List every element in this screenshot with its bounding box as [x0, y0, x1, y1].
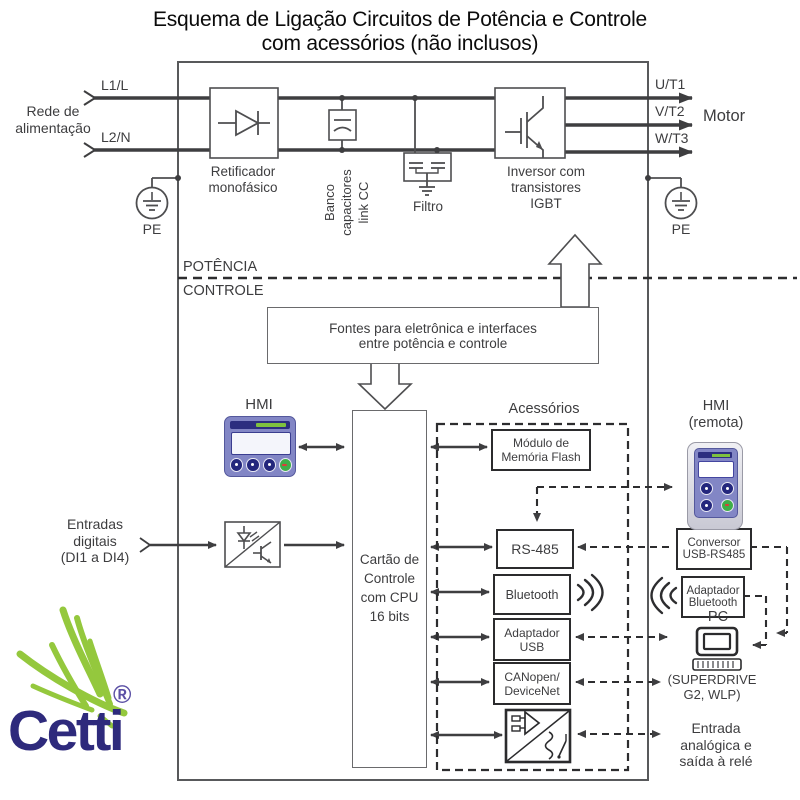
- hmi-label: HMI: [245, 396, 273, 413]
- analog-io-label: Entrada analógica e saída à relé: [679, 720, 753, 770]
- hmi-remote-button: [700, 499, 713, 512]
- hmi-remote-brand-strip: [698, 452, 732, 458]
- igbt-inverter-icon: [494, 87, 566, 159]
- pe-ground-right-icon: [648, 177, 698, 220]
- pe-right-label: PE: [671, 221, 691, 237]
- bluetooth-box: Bluetooth: [493, 574, 571, 615]
- page-title-line2: com acessórios (não inclusos): [261, 32, 539, 55]
- motor-output-lines: [565, 92, 693, 158]
- supply-label: Rede de alimentação: [15, 103, 91, 136]
- cetti-logo-text: Cetti: [8, 699, 125, 763]
- hmi-keypad-brand-strip: [230, 421, 290, 429]
- filter-label: Filtro: [413, 199, 443, 214]
- accessories-title: Acessórios: [508, 401, 580, 417]
- usb-rs485-converter-label: Conversor USB-RS485: [682, 537, 746, 561]
- canopen-label: CANopen/ DeviceNet: [504, 669, 560, 698]
- input-power-lines: [83, 90, 495, 158]
- pe-ground-left-icon: [135, 177, 178, 220]
- hmi-start-stop-button: [278, 458, 292, 472]
- hmi-button: [262, 458, 276, 472]
- junction-dots: [175, 95, 651, 181]
- digital-inputs-label: Entradas digitais (DI1 a DI4): [60, 516, 130, 566]
- l1-label: L1/L: [101, 77, 129, 93]
- page-title-line1: Esquema de Ligação Circuitos de Potência…: [152, 8, 648, 31]
- control-arrows: [139, 443, 503, 739]
- hmi-remote-button: [700, 482, 713, 495]
- rs485-box: RS-485: [496, 529, 574, 569]
- pc-label: PC: [707, 609, 729, 625]
- hmi-remote-button: [721, 482, 734, 495]
- usb-adapter-label: Adaptador USB: [504, 625, 560, 654]
- opamp-relay-icon: [504, 708, 572, 764]
- bluetooth-adapter-label: Adaptador Bluetooth: [686, 585, 740, 609]
- control-card-label: Cartão de Controle com CPU 16 bits: [359, 552, 420, 624]
- flash-module-box: Módulo de Memória Flash: [491, 429, 591, 471]
- potencia-label: POTÊNCIA: [183, 259, 258, 275]
- bluetooth-adapter-box: Adaptador Bluetooth: [681, 576, 745, 618]
- drive-enclosure-outline: [177, 61, 649, 781]
- bluetooth-label: Bluetooth: [505, 587, 559, 602]
- hmi-remote-face: [694, 448, 738, 518]
- control-card-box: Cartão de Controle com CPU 16 bits: [352, 410, 427, 768]
- hmi-remote-start-stop-button: [721, 499, 734, 512]
- registered-mark: ®: [113, 681, 132, 709]
- hmi-button: [230, 458, 244, 472]
- usb-adapter-box: Adaptador USB: [493, 618, 571, 661]
- accessories-dashed-frame: [435, 422, 630, 772]
- l2-label: L2/N: [101, 129, 131, 145]
- v-t2-label: V/T2: [655, 103, 685, 119]
- software-label: (SUPERDRIVE G2, WLP): [667, 672, 757, 703]
- flash-module-label: Módulo de Memória Flash: [501, 436, 581, 464]
- dashed-links: [533, 483, 789, 738]
- pe-left-label: PE: [142, 221, 162, 237]
- opto-isolator-icon: [224, 521, 281, 568]
- rectifier-label: Retificador monofásico: [208, 164, 278, 195]
- hmi-remote-label: HMI (remota): [688, 398, 744, 432]
- hmi-keypad-buttons: [230, 458, 292, 472]
- canopen-box: CANopen/ DeviceNet: [493, 662, 571, 705]
- rs485-label: RS-485: [511, 541, 559, 557]
- cetti-logo-strokes: [16, 606, 128, 729]
- filter-icon: [403, 98, 452, 196]
- power-supplies-box: Fontes para eletrônica e interfaces entr…: [267, 307, 599, 364]
- hmi-remote-display: [698, 461, 734, 478]
- hmi-keypad-display: [231, 432, 291, 455]
- capacitor-bank-icon: [328, 98, 357, 150]
- power-supplies-label: Fontes para eletrônica e interfaces entr…: [329, 320, 537, 351]
- usb-rs485-converter-box: Conversor USB-RS485: [676, 528, 752, 570]
- hmi-remote-buttons: [700, 482, 734, 512]
- hmi-keypad: [224, 416, 296, 477]
- bluetooth-adapter-waves-icon: [650, 576, 678, 615]
- up-arrow-to-inverter: [547, 233, 603, 308]
- hmi-button: [246, 458, 260, 472]
- cap-bank-label: Banco capacitores link CC: [322, 169, 371, 236]
- rectifier-diode-icon: [209, 87, 279, 159]
- u-t1-label: U/T1: [655, 76, 686, 92]
- pc-icon: [692, 626, 742, 671]
- w-t3-label: W/T3: [655, 130, 689, 146]
- inverter-label: Inversor com transistores IGBT: [506, 164, 586, 211]
- bluetooth-waves-icon: [576, 573, 604, 612]
- down-arrow-to-control-card: [357, 361, 413, 411]
- hmi-remote-device: [687, 442, 743, 530]
- motor-label: Motor: [703, 107, 746, 125]
- controle-label: CONTROLE: [183, 283, 264, 299]
